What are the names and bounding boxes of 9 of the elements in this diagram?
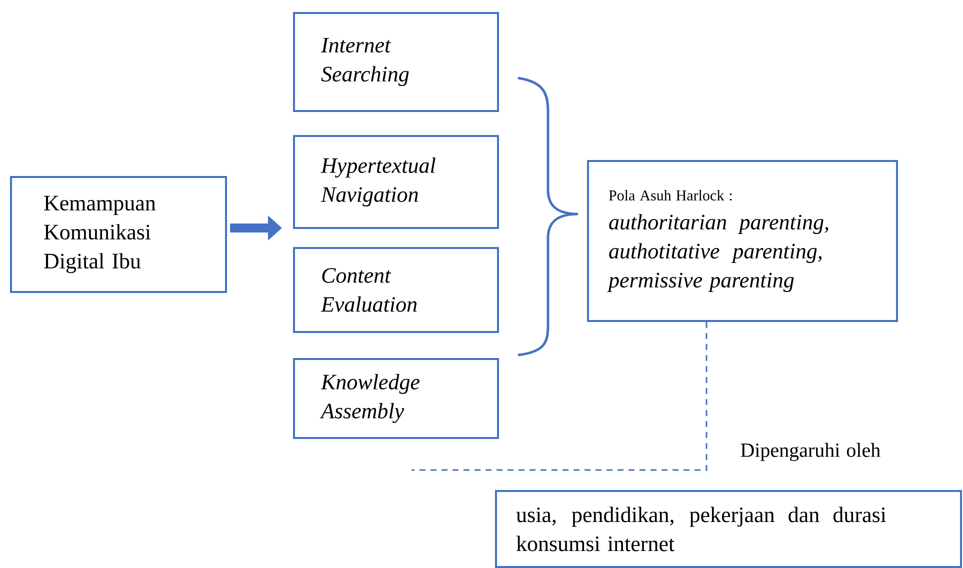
text-box: Pola Asuh Harlock : authoritarian parenting, authotitative parenting, permissive parenting [587, 160, 898, 322]
text-box: Internet Searching [293, 12, 499, 112]
text-box: Hypertextual Navigation [293, 135, 499, 229]
text-box: Kemampuan Komunikasi Digital Ibu [10, 176, 227, 293]
text-box: usia, pendidikan, pekerjaan dan durasi konsumsi internet [495, 490, 962, 568]
text-box: Knowledge Assembly [293, 358, 499, 439]
dashed-connector [412, 322, 708, 471]
edge-label: Dipengaruhi oleh [738, 440, 883, 464]
text-box: Content Evaluation [293, 247, 499, 333]
